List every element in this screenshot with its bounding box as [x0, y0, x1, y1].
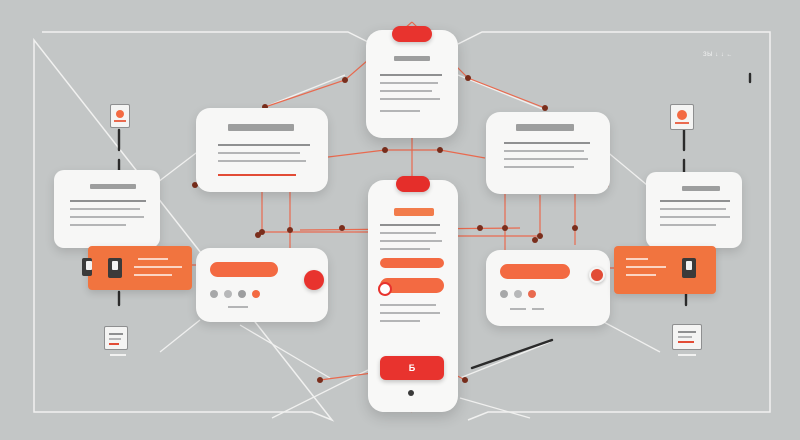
status-dot [210, 290, 218, 298]
upper-right-card[interactable] [486, 112, 610, 194]
mid-left-card[interactable] [196, 248, 328, 322]
junction-node [572, 225, 578, 231]
document-icon[interactable] [672, 324, 702, 350]
junction-node [317, 377, 323, 383]
grey-connector [599, 319, 661, 353]
junction-node [342, 77, 348, 83]
junction-node [339, 225, 345, 231]
mobile-icon [108, 258, 122, 278]
card-title-bar [516, 124, 574, 131]
junction-node [437, 147, 443, 153]
center-phone-screen[interactable]: Б [368, 176, 458, 412]
grey-connector [271, 369, 369, 419]
grey-connector [457, 74, 546, 111]
grey-connector [157, 149, 201, 183]
mid-right-card[interactable] [486, 250, 610, 326]
mobile-icon [82, 258, 92, 276]
junction-node [537, 233, 543, 239]
card-pill[interactable] [210, 262, 278, 277]
orange-connector [319, 149, 486, 159]
grey-connector [159, 319, 201, 353]
status-dot [528, 290, 536, 298]
left-orange-panel[interactable] [88, 246, 192, 290]
junction-node [287, 227, 293, 233]
phone-notch [392, 26, 432, 42]
right-orange-panel[interactable] [614, 246, 716, 294]
status-dot [252, 290, 260, 298]
action-pill[interactable] [380, 278, 444, 293]
junction-node [542, 105, 548, 111]
junction-node [255, 232, 261, 238]
header-label: ЗЫ ↓ ↓ ← [703, 52, 733, 58]
card-title-bar [682, 186, 720, 191]
record-button-icon[interactable] [378, 282, 392, 296]
phone-notch [396, 176, 430, 192]
card-pill[interactable] [500, 264, 570, 279]
screen-title [394, 56, 430, 61]
junction-node [477, 225, 483, 231]
left-document-card[interactable] [54, 170, 160, 248]
junction-node [462, 377, 468, 383]
record-button-icon[interactable] [589, 267, 605, 283]
grey-connector [239, 324, 331, 379]
dash-marker [470, 338, 554, 370]
upper-left-card[interactable] [196, 108, 328, 192]
status-dot [224, 290, 232, 298]
status-dot [238, 290, 246, 298]
junction-node [532, 237, 538, 243]
grey-connector [604, 149, 648, 186]
status-dot [514, 290, 522, 298]
status-dot [500, 290, 508, 298]
status-pill[interactable] [380, 258, 444, 268]
avatar-icon[interactable] [670, 104, 694, 130]
junction-node [502, 225, 508, 231]
home-indicator [408, 390, 414, 396]
outer-frame [33, 31, 771, 422]
grey-connector [459, 397, 531, 419]
junction-node [382, 147, 388, 153]
top-phone-screen[interactable] [366, 26, 458, 138]
card-title-bar [90, 184, 136, 189]
card-title-bar [228, 124, 294, 131]
button-label: Б [408, 363, 416, 373]
primary-action-button[interactable]: Б [380, 356, 444, 380]
grey-connector [459, 341, 551, 379]
grey-connector [264, 74, 346, 108]
mobile-icon [682, 258, 696, 278]
card-accent-line [218, 174, 296, 176]
record-button-icon[interactable] [304, 270, 324, 290]
avatar-icon[interactable] [110, 104, 130, 128]
screen-title [394, 208, 434, 216]
document-icon[interactable] [104, 326, 128, 350]
junction-node [465, 75, 471, 81]
right-document-card[interactable] [646, 172, 742, 248]
